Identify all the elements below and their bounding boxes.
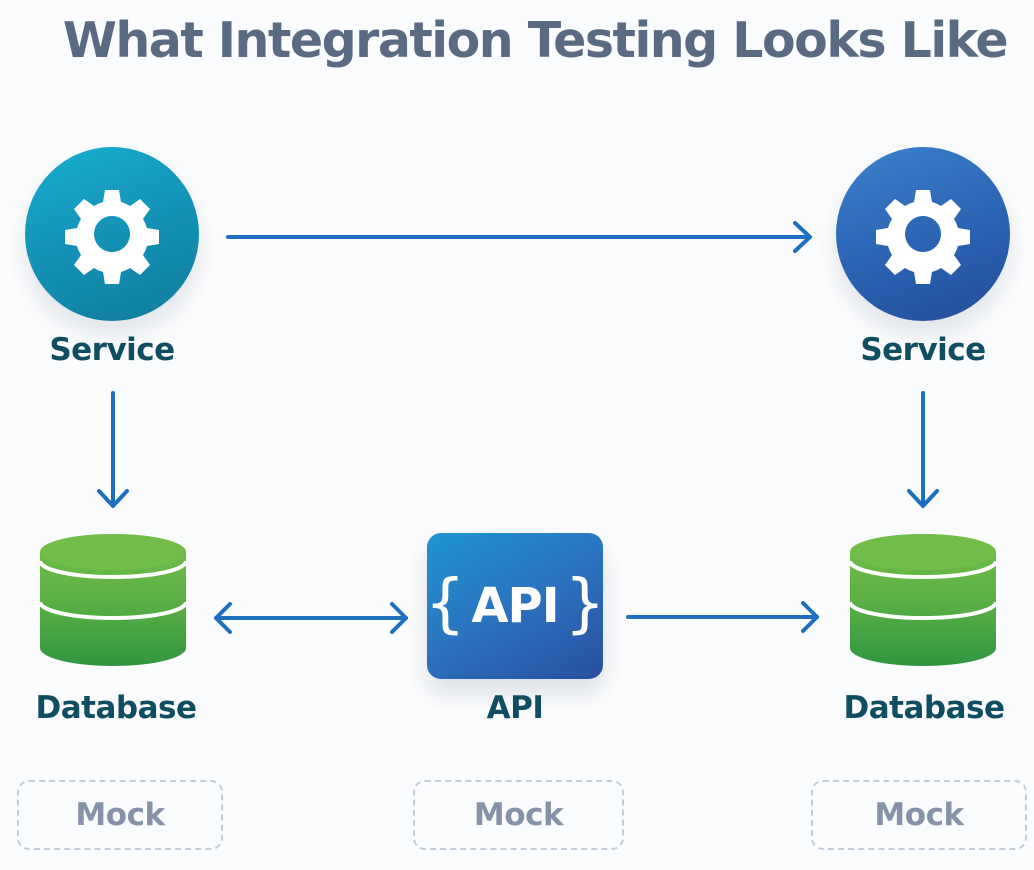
mock-box-center: Mock: [413, 780, 624, 850]
database-right-icon: [848, 534, 998, 666]
gear-icon: [876, 190, 970, 284]
mock-label: Mock: [473, 797, 564, 833]
mock-label: Mock: [75, 797, 165, 833]
brace-open-icon: {: [424, 567, 466, 641]
diagram-title: What Integration Testing Looks Like: [62, 12, 1009, 69]
brace-close-icon: }: [564, 567, 606, 641]
service-left-node: [25, 147, 199, 321]
api-label: API: [486, 690, 544, 726]
mock-box-right: Mock: [811, 780, 1027, 850]
api-node: { API }: [424, 533, 606, 679]
arrow-database-left-api-bidirectional: [214, 602, 408, 634]
database-right-label: Database: [843, 690, 1005, 726]
arrow-service-to-service: [226, 221, 812, 253]
arrow-service-left-to-database-left: [97, 391, 129, 508]
database-left-label: Database: [35, 690, 197, 726]
api-icon-text: API: [471, 578, 559, 634]
service-left-label: Service: [49, 332, 175, 368]
arrow-api-to-database-right: [626, 601, 819, 633]
gear-icon: [65, 190, 159, 284]
service-right-label: Service: [860, 332, 986, 368]
mock-label: Mock: [874, 797, 964, 833]
service-right-node: [836, 147, 1010, 321]
mock-box-left: Mock: [17, 780, 223, 850]
arrow-service-right-to-database-right: [907, 391, 939, 508]
database-left-icon: [38, 534, 188, 666]
